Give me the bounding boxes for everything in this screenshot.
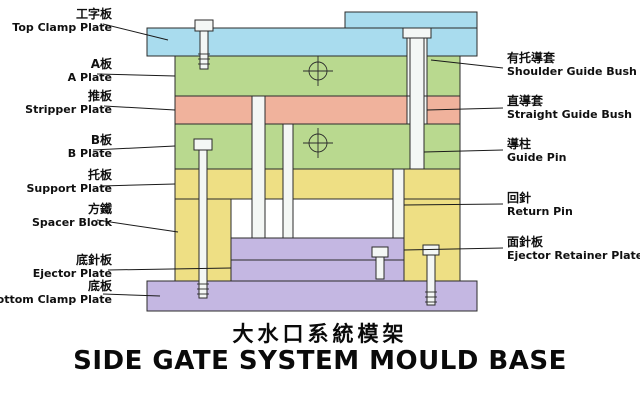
label-stripper-plate: 推板 Stripper Plate (25, 89, 112, 117)
shoulder-guide-bush-flange (402, 27, 432, 39)
label-stripper-plate-zh: 推板 (87, 89, 112, 103)
support-plate (174, 168, 461, 200)
leader-return-pin (403, 203, 504, 206)
label-guide-pin-zh: 導柱 (507, 137, 532, 151)
leader-spacer-block (96, 219, 179, 233)
label-ejector-plate-zh: 底針板 (75, 253, 112, 267)
leader-support-plate (100, 183, 176, 187)
label-return-pin-en: Return Pin (507, 205, 573, 218)
diagram-title-english: SIDE GATE SYSTEM MOULD BASE (73, 346, 567, 376)
leader-top-clamp-plate (102, 23, 169, 41)
ejector-screw-head (371, 246, 389, 258)
label-ejector-plate: 底針板 Ejector Plate (32, 253, 112, 281)
leader-bottom-clamp-plate (102, 293, 161, 297)
leader-straight-guide-bush (426, 107, 504, 111)
leader-ejector-plate (107, 267, 232, 271)
label-spacer-block: 方鐵 Spacer Block (31, 202, 112, 230)
label-guide-pin-en: Guide Pin (507, 151, 567, 164)
ejector-pin-center (282, 123, 294, 239)
label-bottom-clamp-plate-en: Bottom Clamp Plate (0, 293, 112, 306)
bottom-right-screw-shaft (426, 254, 436, 306)
label-spacer-block-zh: 方鐵 (87, 202, 112, 216)
label-a-plate-zh: A板 (90, 57, 112, 71)
label-top-clamp-plate-zh: 工字板 (75, 7, 112, 21)
leader-b-plate (92, 145, 176, 151)
return-pin-right (392, 168, 405, 239)
label-return-pin-zh: 回針 (507, 191, 532, 205)
label-shoulder-guide-bush-en: Shoulder Guide Bush (507, 65, 637, 78)
label-b-plate-en: B Plate (67, 147, 112, 160)
label-top-clamp-plate: 工字板 Top Clamp Plate (12, 7, 112, 35)
ejector-screw-shaft (375, 256, 385, 280)
label-support-plate: 托板 Support Plate (26, 168, 112, 196)
label-bottom-clamp-plate-zh: 底板 (87, 279, 112, 293)
leader-shoulder-guide-bush (430, 59, 504, 69)
top-screw-head (194, 19, 214, 32)
label-b-plate: B板 B Plate (67, 133, 112, 161)
top-clamp-plate-step (344, 11, 478, 29)
label-straight-guide-bush: 直導套 Straight Guide Bush (507, 94, 632, 122)
label-ejector-retainer-plate-zh: 面針板 (507, 235, 544, 249)
label-ejector-plate-en: Ejector Plate (32, 267, 112, 280)
label-shoulder-guide-bush: 有托導套 Shoulder Guide Bush (507, 51, 637, 79)
diagram-title-chinese: 大水口系統模架 (232, 322, 408, 346)
left-long-screw-head (193, 138, 213, 151)
label-spacer-block-en: Spacer Block (31, 216, 112, 229)
label-support-plate-en: Support Plate (26, 182, 112, 195)
label-straight-guide-bush-zh: 直導套 (507, 94, 544, 108)
label-return-pin: 回針 Return Pin (507, 191, 573, 219)
top-screw-shaft (199, 30, 209, 70)
label-top-clamp-plate-en: Top Clamp Plate (12, 21, 112, 34)
leader-ejector-retainer-plate (403, 247, 504, 251)
left-long-screw-shaft (198, 149, 208, 299)
label-support-plate-zh: 托板 (87, 168, 112, 182)
label-stripper-plate-en: Stripper Plate (25, 103, 112, 116)
label-ejector-retainer-plate: 面針板 Ejector Retainer Plate (507, 235, 640, 263)
label-shoulder-guide-bush-zh: 有托導套 (507, 51, 556, 65)
label-ejector-retainer-plate-en: Ejector Retainer Plate (507, 249, 640, 262)
label-straight-guide-bush-en: Straight Guide Bush (507, 108, 632, 121)
leader-a-plate (96, 73, 176, 77)
leader-stripper-plate (103, 105, 176, 111)
label-a-plate: A板 A Plate (67, 57, 112, 85)
return-pin-center (251, 95, 266, 239)
guide-pin (409, 37, 425, 170)
label-guide-pin: 導柱 Guide Pin (507, 137, 567, 165)
label-a-plate-en: A Plate (67, 71, 112, 84)
leader-guide-pin (423, 149, 504, 153)
label-bottom-clamp-plate: 底板 Bottom Clamp Plate (0, 279, 112, 307)
label-b-plate-zh: B板 (90, 133, 112, 147)
